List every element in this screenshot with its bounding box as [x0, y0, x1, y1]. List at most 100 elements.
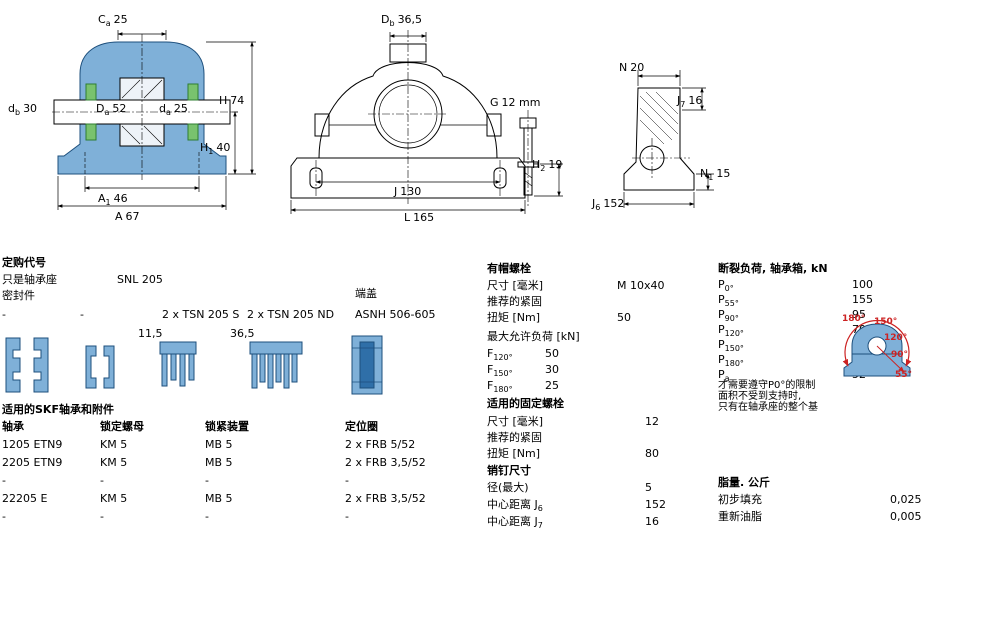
sub: 1 [105, 198, 111, 208]
load-row-f180: F180°25 [487, 379, 559, 395]
seals-label: 密封件 [2, 289, 35, 302]
sub: 90° [724, 314, 739, 324]
label: F [487, 363, 494, 376]
cap-bolt-tighten-label: 推荐的紧固 [487, 295, 542, 308]
value: 40 [216, 141, 231, 154]
value: 12 [645, 415, 659, 428]
sub: 150° [493, 369, 513, 379]
sub: 1 [208, 147, 214, 157]
fixing-size-row: 尺寸 [毫米]12 [487, 415, 659, 428]
value: 5 [645, 481, 652, 494]
cell: KM 5 [100, 438, 128, 451]
cell: - [2, 510, 6, 523]
p-row: P90°95 [718, 308, 866, 324]
cell: 22205 E [2, 492, 48, 505]
p-row: P55°155 [718, 293, 873, 308]
label: 扭矩 [Nm] [487, 311, 541, 324]
value: 130 [400, 185, 422, 198]
pin-dia-row: 径(最大)5 [487, 481, 652, 494]
label: J [677, 94, 681, 107]
sub: a [105, 19, 111, 29]
sub: 6 [537, 504, 543, 514]
cell: KM 5 [100, 456, 128, 469]
label: 初步填充 [718, 493, 762, 506]
p-row: P150°60 [718, 338, 866, 353]
label: P [718, 368, 725, 381]
label: P [718, 278, 725, 291]
value: 25 [113, 13, 128, 26]
value: 16 [645, 515, 659, 528]
sub: 7 [537, 521, 543, 531]
sub: 7 [680, 100, 686, 110]
cell: MB 5 [205, 492, 233, 505]
label: H [219, 94, 228, 107]
end-cover-designation: ASNH 506-605 [355, 308, 436, 321]
seal-dim-2: 36,5 [230, 327, 255, 340]
sub: 180° [493, 385, 513, 395]
sub: b [389, 19, 395, 29]
label: C [98, 13, 106, 26]
fixing-bolts-title: 适用的固定螺栓 [487, 397, 564, 410]
value: 19 [548, 158, 563, 171]
cell: - [2, 474, 6, 487]
value: 67 [125, 210, 140, 223]
value: 12 mm [501, 96, 541, 109]
cell: - [345, 510, 349, 523]
end-cover-thumb [351, 335, 383, 395]
sub: 120° [724, 329, 744, 339]
p-row: P180°80 [718, 353, 866, 368]
seal-thumb-1 [5, 337, 49, 393]
col-header: 锁定螺母 [100, 420, 144, 433]
angle-label-90: 90° [891, 350, 909, 360]
label: P [718, 323, 725, 336]
label: N [700, 167, 709, 180]
housing-designation: SNL 205 [117, 273, 163, 286]
value: 52 [112, 102, 127, 115]
value: 15 [716, 167, 731, 180]
drawing-front-view [290, 30, 563, 214]
label: 中心距离 [487, 515, 535, 528]
col-header: 锁紧装置 [205, 420, 249, 433]
label: P [718, 353, 725, 366]
label: d [8, 102, 15, 115]
value: 165 [413, 211, 435, 224]
value: 155 [852, 293, 873, 306]
note-line: 只有在轴承座的整个基 [718, 402, 818, 413]
pins-title: 销钉尺寸 [487, 464, 531, 477]
value: 152 [603, 197, 625, 210]
label: A [98, 192, 106, 205]
cell: - [100, 510, 104, 523]
grease-title: 脂量. 公斤 [718, 476, 771, 489]
cell: 2 x FRB 3,5/52 [345, 492, 426, 505]
value: 0,025 [890, 493, 922, 506]
label: D [381, 13, 390, 26]
bearings-title: 适用的SKF轴承和附件 [2, 403, 114, 416]
label: 只是轴承座 [2, 273, 57, 286]
value: 80 [645, 447, 659, 460]
max-load-label: 最大允许负荷 [kN] [487, 330, 580, 343]
load-direction-diagram [842, 319, 912, 377]
angle-label-180: 180° [842, 314, 866, 324]
value: 30 [545, 363, 559, 376]
label: P [718, 293, 725, 306]
value: 50 [617, 311, 631, 324]
cell: 2 x FRB 3,5/52 [345, 456, 426, 469]
value: 16 [688, 94, 703, 107]
label: d [159, 102, 166, 115]
seal-thumb-3 [159, 341, 197, 387]
label: J [534, 498, 538, 511]
